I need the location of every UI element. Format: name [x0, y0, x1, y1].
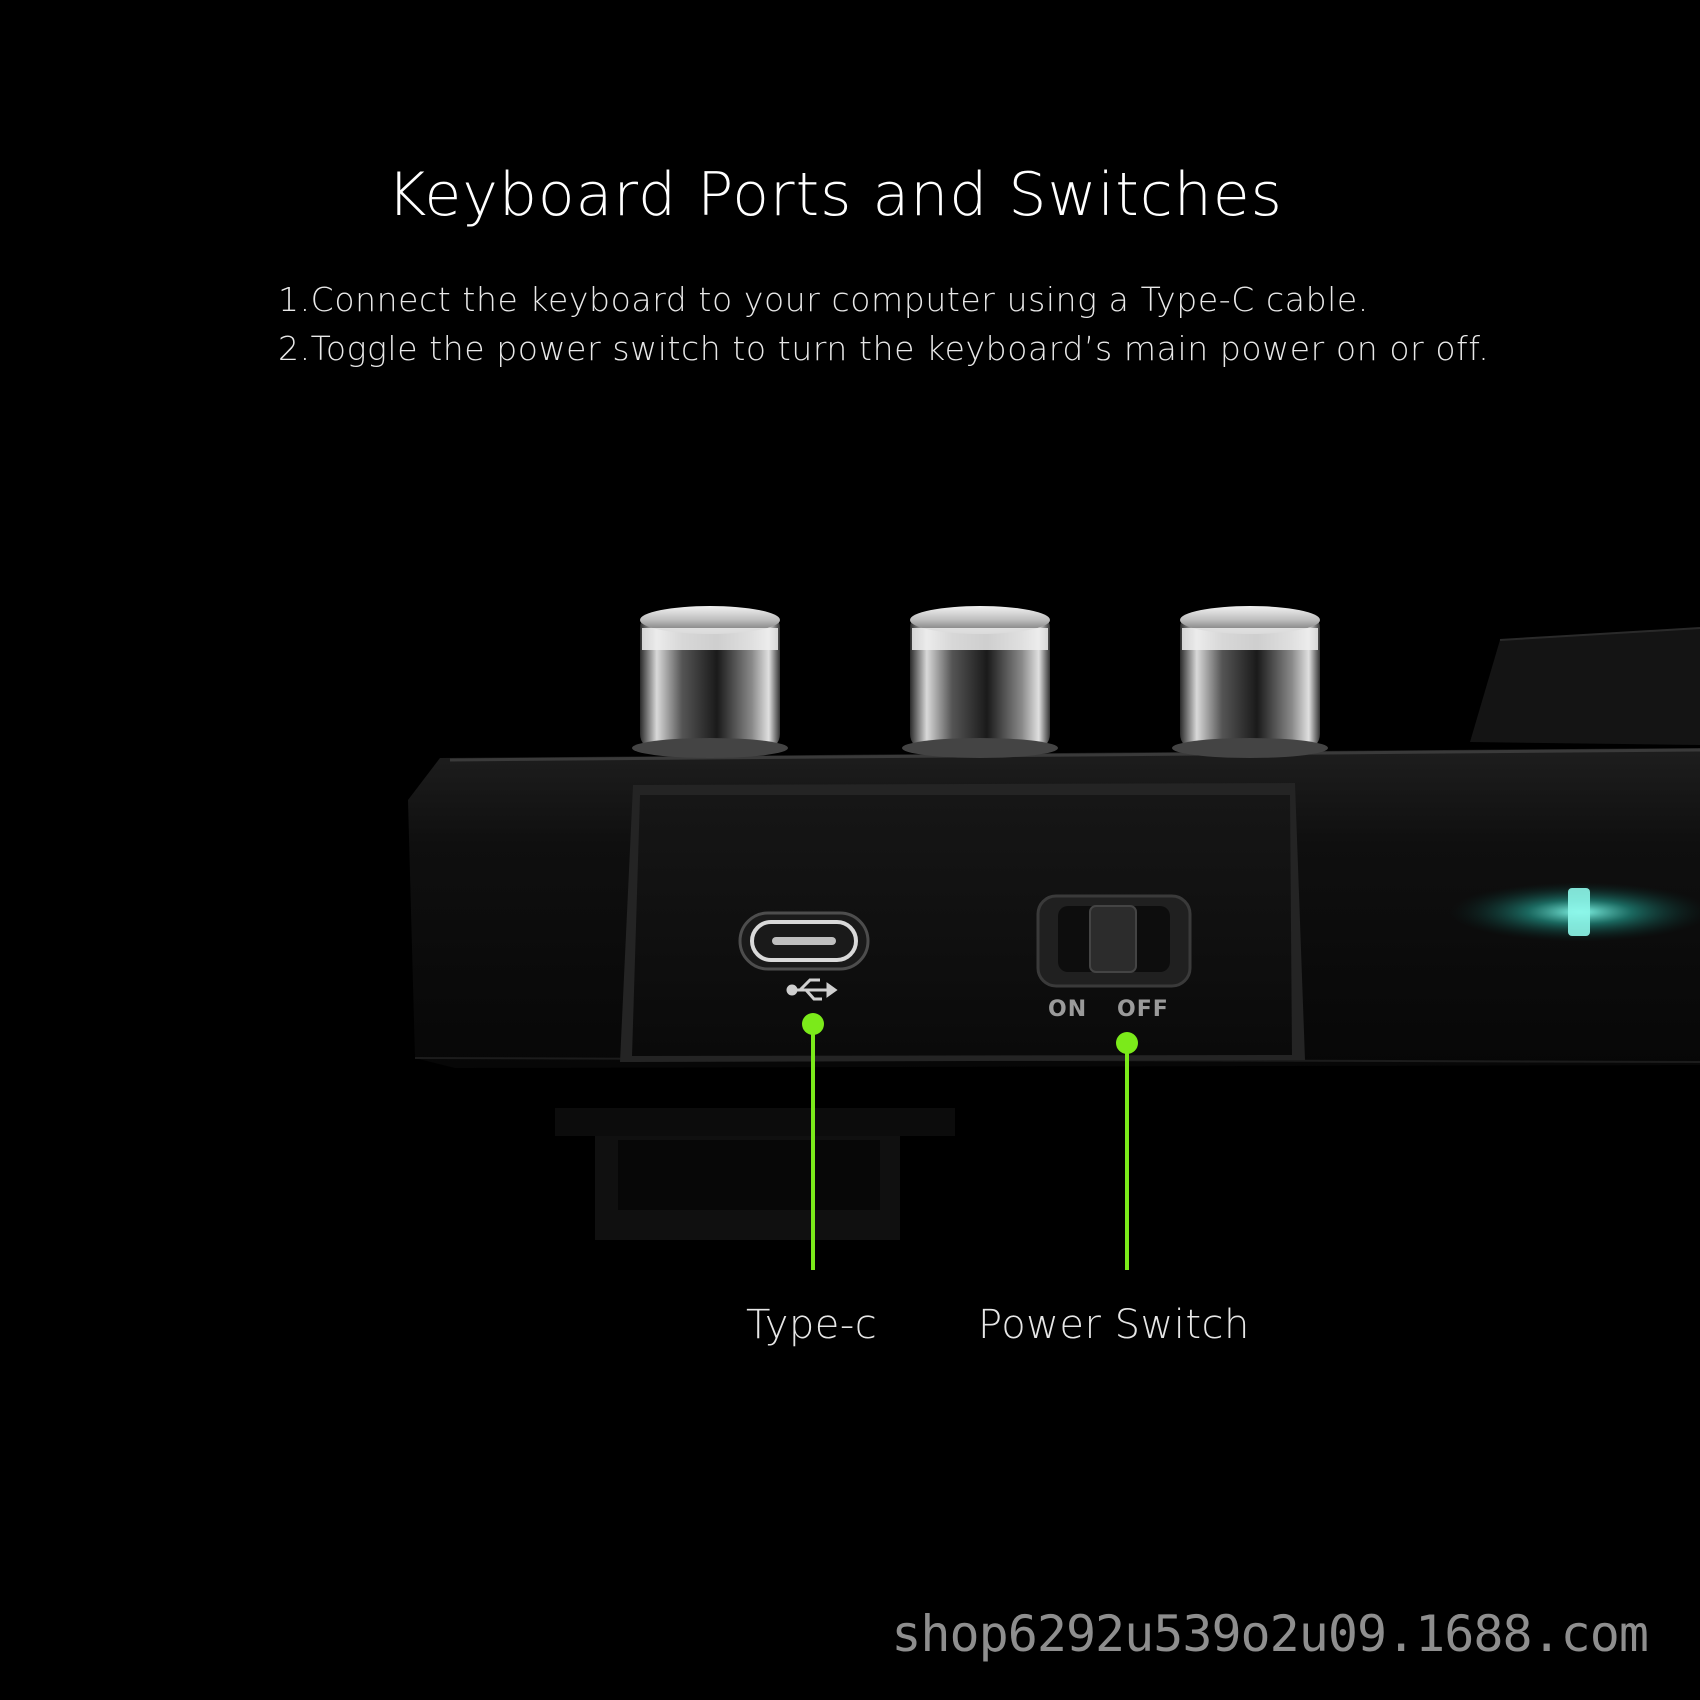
instruction-list: 1.Connect the keyboard to your computer …: [278, 275, 1489, 373]
callout-power-switch: [1116, 1032, 1138, 1270]
type-c-label: Type-c: [746, 1302, 878, 1348]
knob-1: [632, 606, 788, 758]
instruction-step-1: 1.Connect the keyboard to your computer …: [278, 280, 1369, 319]
usb-icon: [786, 978, 838, 1001]
switch-on-label: ON: [1048, 997, 1088, 1022]
power-switch-label: Power Switch: [978, 1302, 1250, 1348]
keyboard-foot: [555, 1108, 955, 1240]
page-title: Keyboard Ports and Switches: [387, 160, 1283, 230]
callout-type-c: [802, 1013, 824, 1270]
type-c-port: [738, 911, 870, 971]
switch-off-label: OFF: [1117, 997, 1169, 1022]
instruction-step-2: 2.Toggle the power switch to turn the ke…: [278, 329, 1490, 368]
port-panel: [620, 783, 1305, 1062]
watermark: shop6292u539o2u09.1688.com: [891, 1605, 1649, 1663]
knob-2: [902, 606, 1058, 758]
power-switch: [1036, 894, 1192, 988]
knob-3: [1172, 606, 1328, 758]
